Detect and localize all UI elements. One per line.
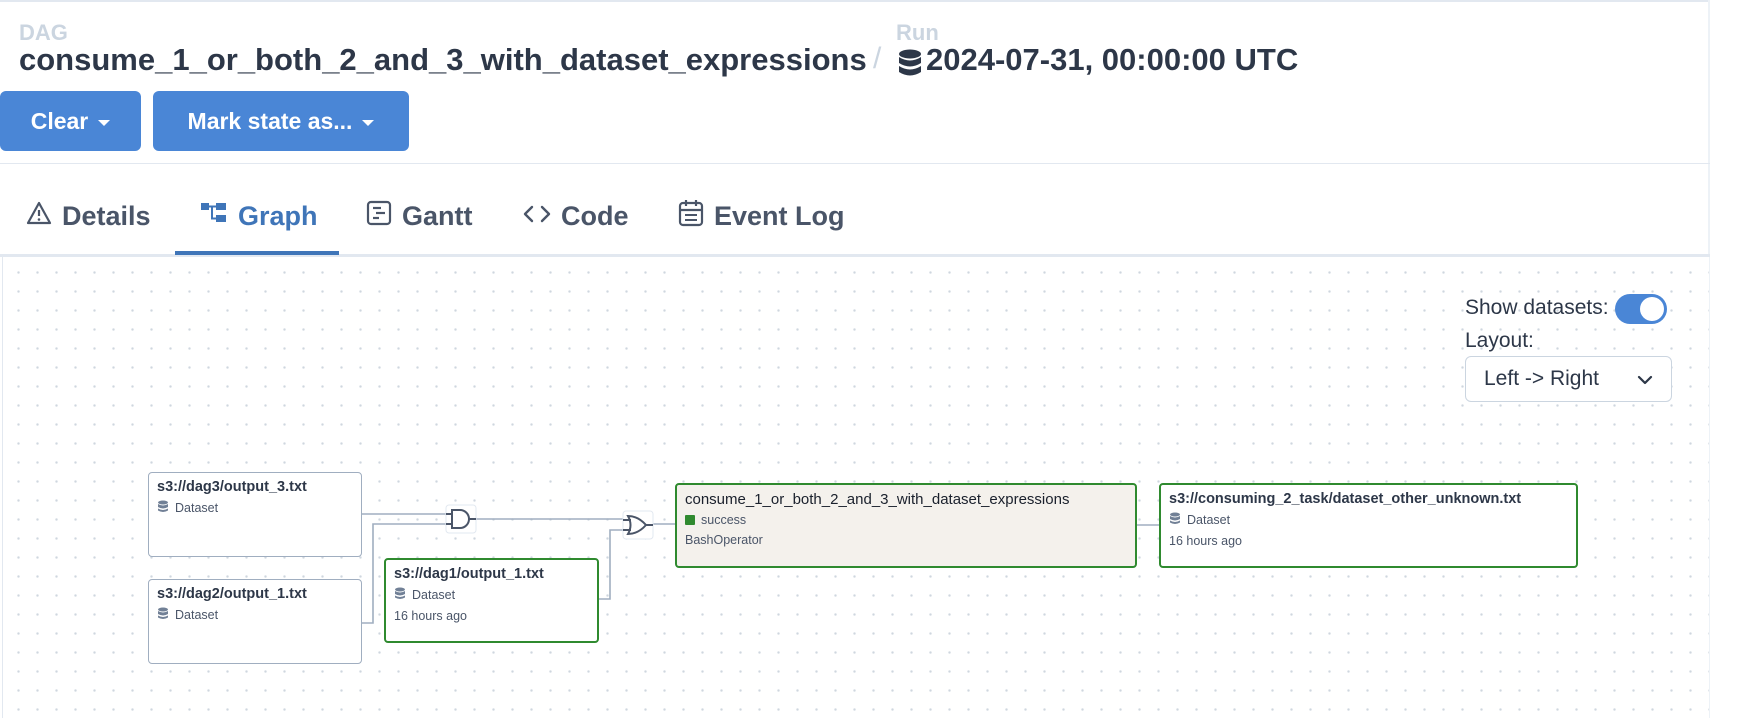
dataset-icon <box>1169 512 1181 528</box>
task-node-state: success <box>701 513 747 527</box>
tab-code-label: Code <box>561 200 629 231</box>
dataset-icon <box>394 587 406 603</box>
right-divider <box>1708 0 1710 718</box>
tab-code[interactable]: Code <box>523 190 629 242</box>
run-label: Run <box>896 20 939 45</box>
dataset-node-updated: 16 hours ago <box>394 609 467 623</box>
dataset-node-type: Dataset <box>1187 513 1231 527</box>
warning-triangle-icon <box>26 201 52 232</box>
gantt-icon <box>366 200 392 233</box>
dataset-node-dag3-output[interactable]: s3://dag3/output_3.txt Dataset <box>148 472 362 557</box>
tab-graph-label: Graph <box>238 200 318 231</box>
layout-select-value: Left -> Right <box>1484 367 1599 390</box>
calendar-icon <box>678 199 704 234</box>
breadcrumb-separator: / <box>873 42 882 75</box>
dataset-node-updated: 16 hours ago <box>1169 534 1242 548</box>
success-state-square <box>685 515 695 525</box>
task-node-title: consume_1_or_both_2_and_3_with_dataset_e… <box>685 491 1070 508</box>
graph-icon <box>200 201 228 232</box>
tab-graph[interactable]: Graph <box>200 190 318 242</box>
chevron-down-icon <box>98 119 111 126</box>
mark-state-button[interactable]: Mark state as... <box>153 91 409 151</box>
run-id: 2024-07-31, 00:00:00 UTC <box>926 42 1299 77</box>
header-divider <box>0 163 1710 164</box>
dataset-node-title: s3://dag2/output_1.txt <box>157 586 307 602</box>
task-node-consume[interactable]: consume_1_or_both_2_and_3_with_dataset_e… <box>675 483 1137 568</box>
edge-dag2-to-and-gate <box>361 523 446 624</box>
top-divider <box>0 0 1710 6</box>
dataset-icon <box>157 607 169 623</box>
dataset-icon <box>157 500 169 516</box>
dag-label: DAG <box>19 20 68 45</box>
tab-gantt[interactable]: Gantt <box>366 190 473 242</box>
active-tab-indicator <box>175 251 339 255</box>
dataset-node-consuming-output[interactable]: s3://consuming_2_task/dataset_other_unkn… <box>1159 483 1578 568</box>
layout-label: Layout: <box>1465 329 1534 352</box>
code-icon <box>523 201 551 232</box>
clear-button[interactable]: Clear <box>0 91 141 151</box>
dag-id-link[interactable]: consume_1_or_both_2_and_3_with_dataset_e… <box>19 42 867 77</box>
layout-select[interactable]: Left -> Right <box>1465 356 1672 402</box>
chevron-down-icon <box>1637 367 1653 391</box>
task-node-operator: BashOperator <box>685 533 763 547</box>
tab-details-label: Details <box>62 200 151 231</box>
dataset-node-dag2-output[interactable]: s3://dag2/output_1.txt Dataset <box>148 579 362 664</box>
and-gate-icon <box>445 504 477 534</box>
dataset-node-dag1-output[interactable]: s3://dag1/output_1.txt Dataset 16 hours … <box>384 558 599 643</box>
tabs-divider <box>0 254 1710 257</box>
show-datasets-label: Show datasets: <box>1465 296 1609 319</box>
or-gate-icon <box>622 510 654 540</box>
dataset-node-title: s3://dag3/output_3.txt <box>157 479 307 495</box>
dataset-database-icon <box>897 48 923 78</box>
clear-button-label: Clear <box>30 107 89 134</box>
dataset-node-title: s3://consuming_2_task/dataset_other_unkn… <box>1169 491 1522 507</box>
tab-details[interactable]: Details <box>26 190 151 242</box>
mark-state-button-label: Mark state as... <box>187 107 353 134</box>
dataset-node-title: s3://dag1/output_1.txt <box>394 566 544 582</box>
edge-dag1-to-or-gate <box>599 529 623 600</box>
show-datasets-toggle[interactable] <box>1615 294 1667 324</box>
dataset-node-type: Dataset <box>175 608 219 622</box>
dataset-node-type: Dataset <box>412 588 456 602</box>
tab-event-log[interactable]: Event Log <box>678 190 845 242</box>
tab-gantt-label: Gantt <box>402 200 473 231</box>
dataset-node-type: Dataset <box>175 501 219 515</box>
chevron-down-icon <box>362 119 375 126</box>
tab-event-log-label: Event Log <box>714 200 845 231</box>
toggle-knob <box>1640 297 1664 321</box>
